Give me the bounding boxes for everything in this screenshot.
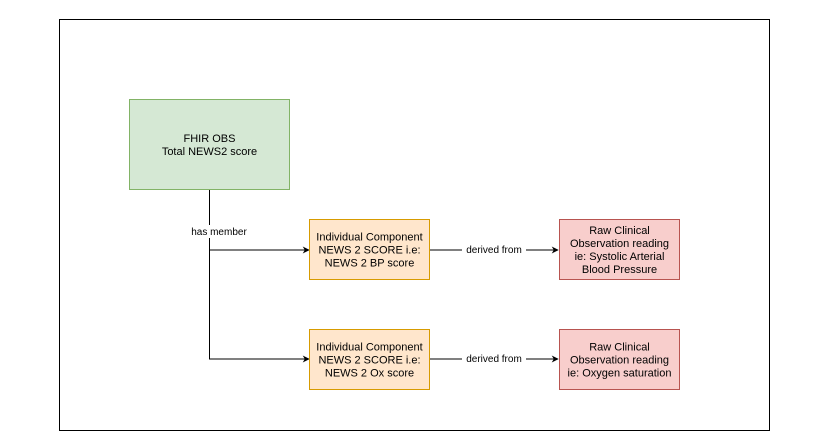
node-label-line: NEWS 2 Ox score xyxy=(325,368,414,380)
edge-has-member: has member xyxy=(188,189,310,363)
edge-label-background xyxy=(188,225,252,238)
node-label-line: NEWS 2 SCORE i.e: xyxy=(318,245,420,257)
edge-label-has-member: has member xyxy=(191,227,247,238)
node-label-line: Observation reading xyxy=(570,355,669,367)
edge-has-member-to-ox xyxy=(209,250,310,363)
node-label-line: FHIR OBS xyxy=(184,133,236,145)
node-label-line: Total NEWS2 score xyxy=(162,146,257,158)
edge-derived-from-bp: derived from xyxy=(429,244,559,256)
node-fhir-obs-box xyxy=(129,99,290,190)
edge-label-background xyxy=(462,353,526,365)
node-raw-bp-box xyxy=(559,219,680,280)
node-label-line: Observation reading xyxy=(570,238,669,250)
node-label-line: Raw Clinical xyxy=(589,225,650,237)
node-label-line: Blood Pressure xyxy=(582,264,657,276)
node-component-ox-box xyxy=(309,329,430,390)
node-label-line: NEWS 2 SCORE i.e: xyxy=(318,355,420,367)
node-label-line: ie: Systolic Arterial xyxy=(575,251,665,263)
node-label-line: Raw Clinical xyxy=(589,342,650,354)
node-label-line: ie: Oxygen saturation xyxy=(568,368,672,380)
edge-label-background xyxy=(462,244,526,256)
node-label-line: Individual Component xyxy=(316,342,422,354)
edge-label-derived-from-ox: derived from xyxy=(466,354,522,365)
node-label-line: Individual Component xyxy=(316,232,422,244)
node-label-line: NEWS 2 BP score xyxy=(325,258,415,270)
node-component-bp-box xyxy=(309,219,430,280)
edge-label-derived-from-bp: derived from xyxy=(466,245,522,256)
node-raw-ox-box xyxy=(559,329,680,390)
edge-derived-from-ox: derived from xyxy=(429,353,559,365)
